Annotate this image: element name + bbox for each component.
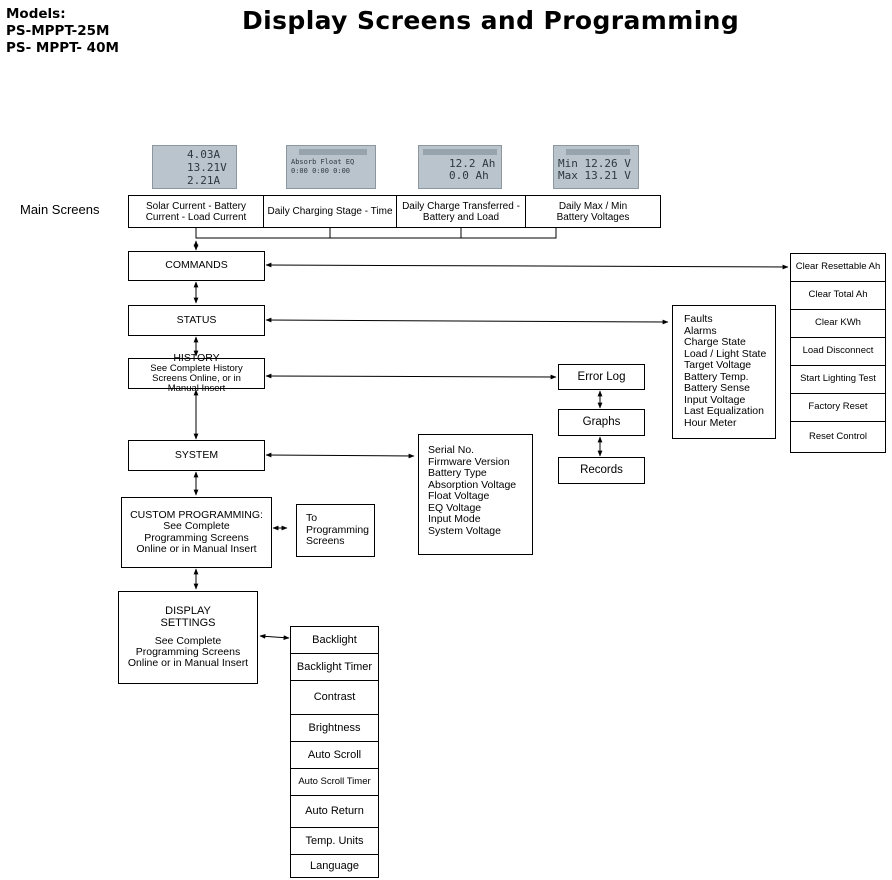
error-log-button[interactable]: Error Log bbox=[558, 364, 645, 390]
lcd-screen-currents: 4.03A 13.21V 2.21A bbox=[152, 145, 237, 189]
auto-scroll-option[interactable]: Auto Scroll bbox=[290, 741, 379, 769]
language-option[interactable]: Language bbox=[290, 854, 379, 878]
list-item: Battery Temp. bbox=[684, 370, 749, 383]
backlight-option[interactable]: Backlight bbox=[290, 626, 379, 654]
list-item: Battery Sense bbox=[684, 382, 750, 394]
list-item: Battery Type bbox=[428, 467, 487, 479]
auto-return-option[interactable]: Auto Return bbox=[290, 795, 379, 828]
list-item: Absorption Voltage bbox=[428, 478, 517, 491]
temp-units-option[interactable]: Temp. Units bbox=[290, 827, 379, 855]
display-settings-menu[interactable]: DISPLAY SETTINGS See Complete Programmin… bbox=[118, 591, 258, 684]
history-menu[interactable]: HISTORY See Complete History Screens Onl… bbox=[128, 353, 265, 393]
arrow-system-list bbox=[265, 452, 415, 459]
list-item: Charge State bbox=[684, 336, 746, 348]
lcd-screen-charge-transferred: 12.2 Ah 0.0 Ah bbox=[418, 145, 502, 189]
main-screens-label: Main Screens bbox=[20, 202, 100, 217]
custom-programming-menu[interactable]: CUSTOM PROGRAMMING: See Complete Program… bbox=[121, 497, 272, 568]
list-item: Alarms bbox=[684, 324, 717, 337]
list-item: Hour Meter bbox=[684, 416, 737, 429]
list-item: Faults bbox=[684, 313, 713, 325]
to-programming-screens[interactable]: To Programming Screens bbox=[296, 504, 375, 557]
list-item: Load / Light State bbox=[684, 347, 767, 360]
list-item: EQ Voltage bbox=[428, 501, 482, 514]
list-item: Target Voltage bbox=[684, 359, 752, 371]
graphs-button[interactable]: Graphs bbox=[558, 409, 645, 436]
main-screen-charge-transferred[interactable]: Daily Charge Transferred -Battery and Lo… bbox=[396, 195, 526, 228]
arrow-history-errorlog bbox=[265, 373, 557, 380]
page-title: Display Screens and Programming bbox=[242, 6, 740, 35]
list-item: Float Voltage bbox=[428, 490, 490, 502]
load-disconnect-button[interactable]: Load Disconnect bbox=[790, 337, 886, 366]
reset-control-button[interactable]: Reset Control bbox=[790, 421, 886, 453]
arrow-commands-list bbox=[265, 262, 789, 270]
lcd-screen-charging-stage: Absorb Float EQ 0:00 0:00 0:00 bbox=[286, 145, 376, 189]
auto-scroll-timer-option[interactable]: Auto Scroll Timer bbox=[290, 768, 379, 796]
model-name-1: PS-MPPT-25M bbox=[6, 23, 110, 39]
system-menu[interactable]: SYSTEM bbox=[128, 440, 265, 471]
list-item: Serial No. bbox=[428, 444, 475, 456]
commands-menu[interactable]: COMMANDS bbox=[128, 251, 265, 281]
records-button[interactable]: Records bbox=[558, 457, 645, 484]
status-menu[interactable]: STATUS bbox=[128, 305, 265, 336]
arrow-status-list bbox=[265, 317, 669, 325]
backlight-timer-option[interactable]: Backlight Timer bbox=[290, 653, 379, 681]
factory-reset-button[interactable]: Factory Reset bbox=[790, 393, 886, 422]
list-item: Last Equalization bbox=[684, 405, 764, 417]
model-name-2: PS- MPPT- 40M bbox=[6, 40, 119, 56]
clear-total-ah-button[interactable]: Clear Total Ah bbox=[790, 281, 886, 310]
list-item: Input Voltage bbox=[684, 393, 746, 406]
list-item: Input Mode bbox=[428, 513, 481, 525]
main-screens-bus bbox=[195, 228, 557, 239]
models-label: Models: bbox=[6, 6, 66, 22]
list-item: Firmware Version bbox=[428, 455, 510, 468]
clear-kwh-button[interactable]: Clear KWh bbox=[790, 309, 886, 338]
list-item: System Voltage bbox=[428, 524, 501, 537]
main-screen-charging-stage[interactable]: Daily Charging Stage - Time bbox=[263, 195, 397, 228]
system-info-list: Serial No. Firmware Version Battery Type… bbox=[418, 434, 533, 555]
clear-resettable-ah-button[interactable]: Clear Resettable Ah bbox=[790, 253, 886, 282]
arrow-display-list bbox=[259, 633, 290, 641]
status-info-list: Faults Alarms Charge State Load / Light … bbox=[672, 305, 776, 439]
start-lighting-test-button[interactable]: Start Lighting Test bbox=[790, 365, 886, 394]
brightness-option[interactable]: Brightness bbox=[290, 714, 379, 742]
contrast-option[interactable]: Contrast bbox=[290, 680, 379, 715]
lcd-screen-max-min-voltage: Min 12.26 V Max 13.21 V bbox=[553, 145, 639, 189]
